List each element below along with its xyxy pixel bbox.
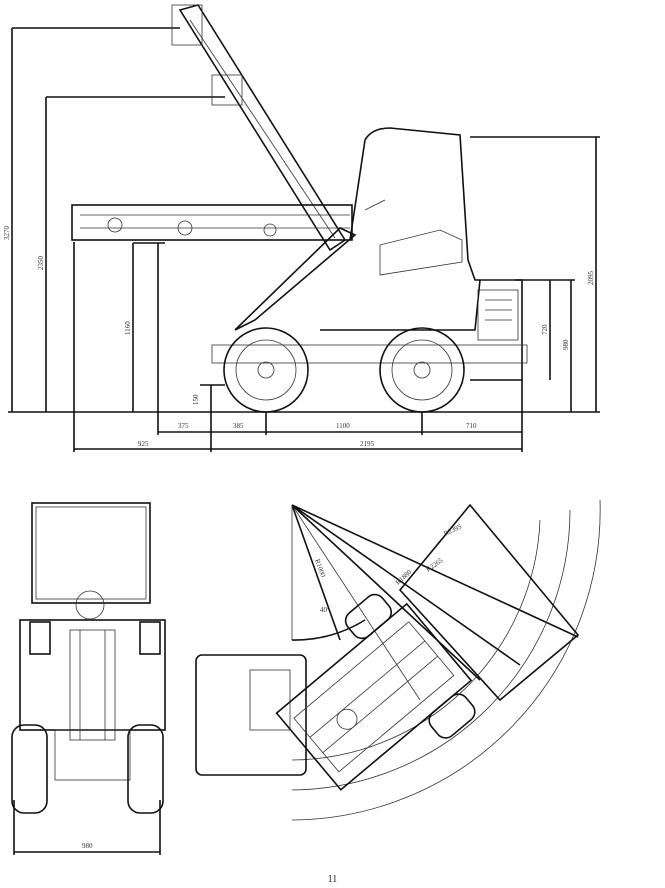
dim-radius-outer: R2395 xyxy=(442,522,463,537)
dim-bucket-axle: 385 xyxy=(233,422,244,430)
page-number: 11 xyxy=(327,874,338,885)
dim-turn-angle: 40° xyxy=(320,606,330,614)
dim-hood-height: 720 xyxy=(541,324,549,335)
side-view: 3270 2350 1160 150 2095 720 980 375 385 … xyxy=(3,4,600,452)
turning-view: R2395 R2265 R1880 R1000 40° xyxy=(195,499,601,821)
dim-wheelbase: 1100 xyxy=(336,422,350,430)
dim-dig-depth: 150 xyxy=(192,394,200,405)
dim-reach: 925 xyxy=(138,440,149,448)
dim-max-pin-height: 3270 xyxy=(3,226,11,241)
dim-rear-overhang: 710 xyxy=(466,422,477,430)
dim-rear-height: 980 xyxy=(562,339,570,350)
dim-width: 980 xyxy=(82,842,93,850)
dim-cab-height: 2095 xyxy=(587,271,595,286)
dim-max-dump-height: 2350 xyxy=(37,256,45,271)
dim-front-overhang: 375 xyxy=(178,422,189,430)
dim-overall-length: 2195 xyxy=(360,440,375,448)
front-view: 980 xyxy=(11,502,166,855)
dim-horizontal-height: 1160 xyxy=(124,321,132,335)
